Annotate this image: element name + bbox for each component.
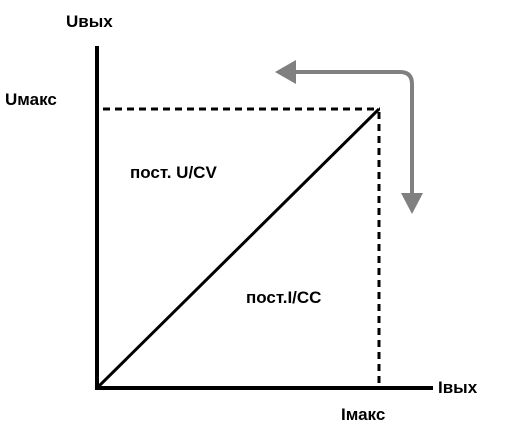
- operating-line: [95, 107, 381, 390]
- u-max-label: Uмакс: [5, 90, 57, 109]
- transition-arrow-path: [295, 70, 414, 195]
- i-max-label: Iмакс: [341, 405, 385, 424]
- arrow-left-icon: [275, 60, 296, 84]
- cc-region-label: пост.I/CC: [246, 288, 321, 307]
- y-axis-label: Uвых: [66, 12, 113, 31]
- x-axis-label: Iвых: [438, 378, 478, 397]
- cv-region-label: пост. U/CV: [130, 163, 217, 182]
- arrow-down-icon: [401, 193, 423, 214]
